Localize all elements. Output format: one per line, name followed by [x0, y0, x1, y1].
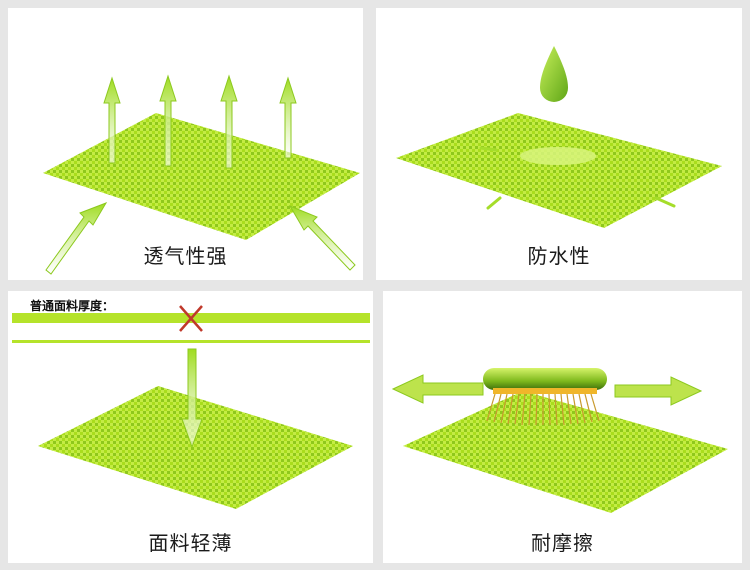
fabric-sheet: [403, 391, 728, 513]
upward-arrow-icon: [103, 74, 297, 169]
right-arrow-icon: [614, 376, 703, 406]
panel-abrasion-resistant: 耐摩擦: [383, 291, 742, 563]
breathable-illustration: [43, 74, 360, 275]
fabric-sheet: [38, 386, 353, 509]
fabric-sheet: [396, 113, 722, 228]
caption-thin-fabric: 面料轻薄: [148, 531, 233, 555]
panel-waterproof: 防水性: [376, 8, 742, 280]
caption-waterproof: 防水性: [527, 244, 591, 268]
caption-abrasion-resistant: 耐摩擦: [531, 531, 594, 555]
left-arrow-icon: [391, 374, 484, 404]
abrasion-illustration: [391, 368, 728, 513]
splash-lines: [479, 146, 676, 210]
thin-fabric-illustration: [12, 305, 370, 509]
thin-fabric-line: [12, 340, 370, 343]
panel-breathable: 透气性强: [8, 8, 363, 280]
downward-arrow-icon: [181, 348, 203, 449]
diagonal-arrow-icon: [45, 202, 356, 275]
water-drop-icon: [540, 46, 568, 102]
fabric-sheet: [43, 113, 360, 240]
brush-icon: [483, 368, 607, 426]
cross-icon: [179, 305, 203, 332]
water-splash: [520, 147, 596, 165]
normal-thickness-label: 普通面料厚度：: [30, 299, 115, 313]
waterproof-illustration: [396, 46, 722, 228]
caption-breathable: 透气性强: [143, 244, 228, 268]
panel-thin-fabric: 普通面料厚度： 面料轻薄: [8, 291, 373, 563]
